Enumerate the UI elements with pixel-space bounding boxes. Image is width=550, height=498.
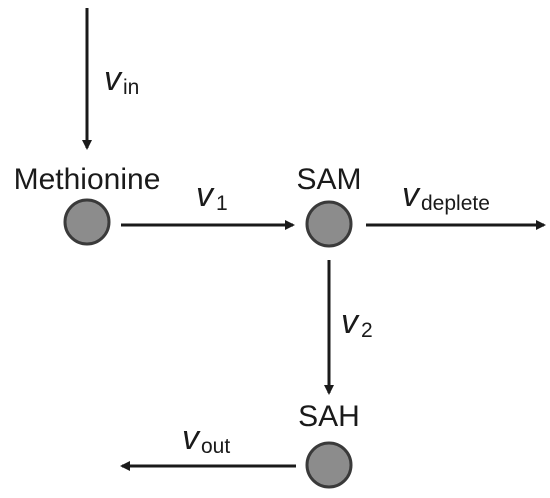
flux-subscript: 2 (361, 319, 373, 342)
flux-subscript: deplete (421, 192, 490, 215)
flux-symbol: v (104, 60, 123, 98)
flux-symbol: v (182, 419, 201, 457)
sah-label: SAH (298, 400, 360, 433)
flux-symbol: v (341, 303, 360, 341)
flux-subscript: out (201, 435, 230, 458)
flux-label-v-in: vin (104, 60, 139, 99)
sah-node (305, 441, 353, 489)
sam-node (305, 200, 353, 248)
flux-symbol: v (196, 176, 215, 214)
flux-subscript: in (123, 76, 139, 99)
sam-label: SAM (296, 163, 361, 196)
flux-label-v-out: vout (182, 419, 230, 458)
methionine-label: Methionine (14, 163, 161, 196)
flux-label-v-deplete: vdeplete (402, 176, 490, 215)
flux-symbol: v (402, 176, 421, 214)
methionine-node (63, 198, 111, 246)
flux-subscript: 1 (216, 192, 228, 215)
